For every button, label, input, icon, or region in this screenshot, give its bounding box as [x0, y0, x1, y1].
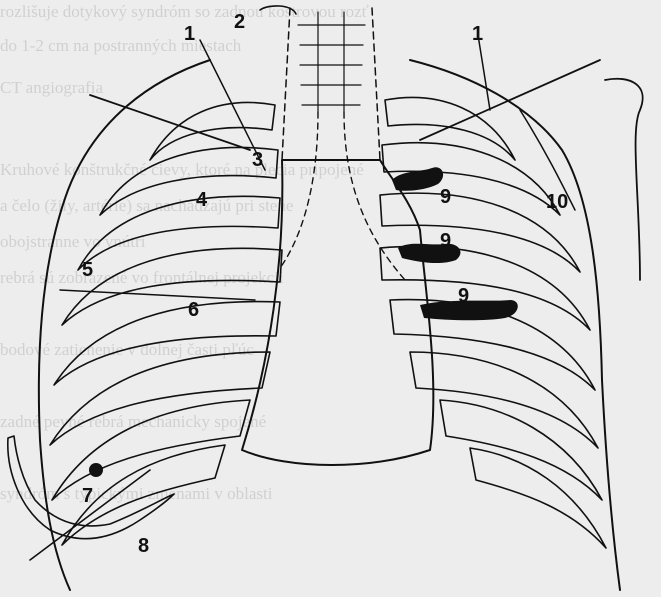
- spine-outline: [372, 8, 380, 160]
- bronchus-left: [280, 112, 318, 268]
- right-ribs: [380, 98, 606, 549]
- label-7: 7: [82, 485, 93, 507]
- chest-outline: [410, 60, 620, 590]
- label-8: 8: [138, 535, 149, 557]
- rib: [54, 302, 280, 385]
- shoulder-contour: [605, 79, 643, 280]
- label-9-lower: 9: [458, 285, 469, 307]
- spine-column: [260, 6, 380, 160]
- vertebra-lines: [298, 25, 365, 105]
- label-1-left: 1: [184, 23, 195, 45]
- rib: [440, 400, 602, 500]
- trachea-lines: [318, 12, 344, 112]
- bronchus-right: [344, 112, 405, 280]
- label-2: 2: [234, 11, 245, 33]
- label-9-middle: 9: [440, 230, 451, 252]
- label-4: 4: [196, 189, 208, 211]
- label-6: 6: [188, 299, 199, 321]
- rib: [410, 352, 598, 448]
- label-5: 5: [82, 259, 93, 281]
- rib: [470, 448, 606, 548]
- left-ribs: [50, 102, 282, 545]
- rib: [62, 248, 282, 325]
- pointer-line-6: [60, 290, 255, 300]
- left-clavicle-line: [90, 95, 250, 150]
- spine-outline: [282, 8, 290, 160]
- pointer-line-1-right: [478, 35, 490, 110]
- label-9-top: 9: [440, 186, 451, 208]
- label-1-right: 1: [472, 23, 483, 45]
- label-10: 10: [546, 191, 568, 213]
- label-3: 3: [252, 149, 263, 171]
- mediastinum: [242, 160, 433, 465]
- lesion-marks: [89, 167, 518, 477]
- lesion-left-base: [89, 463, 103, 477]
